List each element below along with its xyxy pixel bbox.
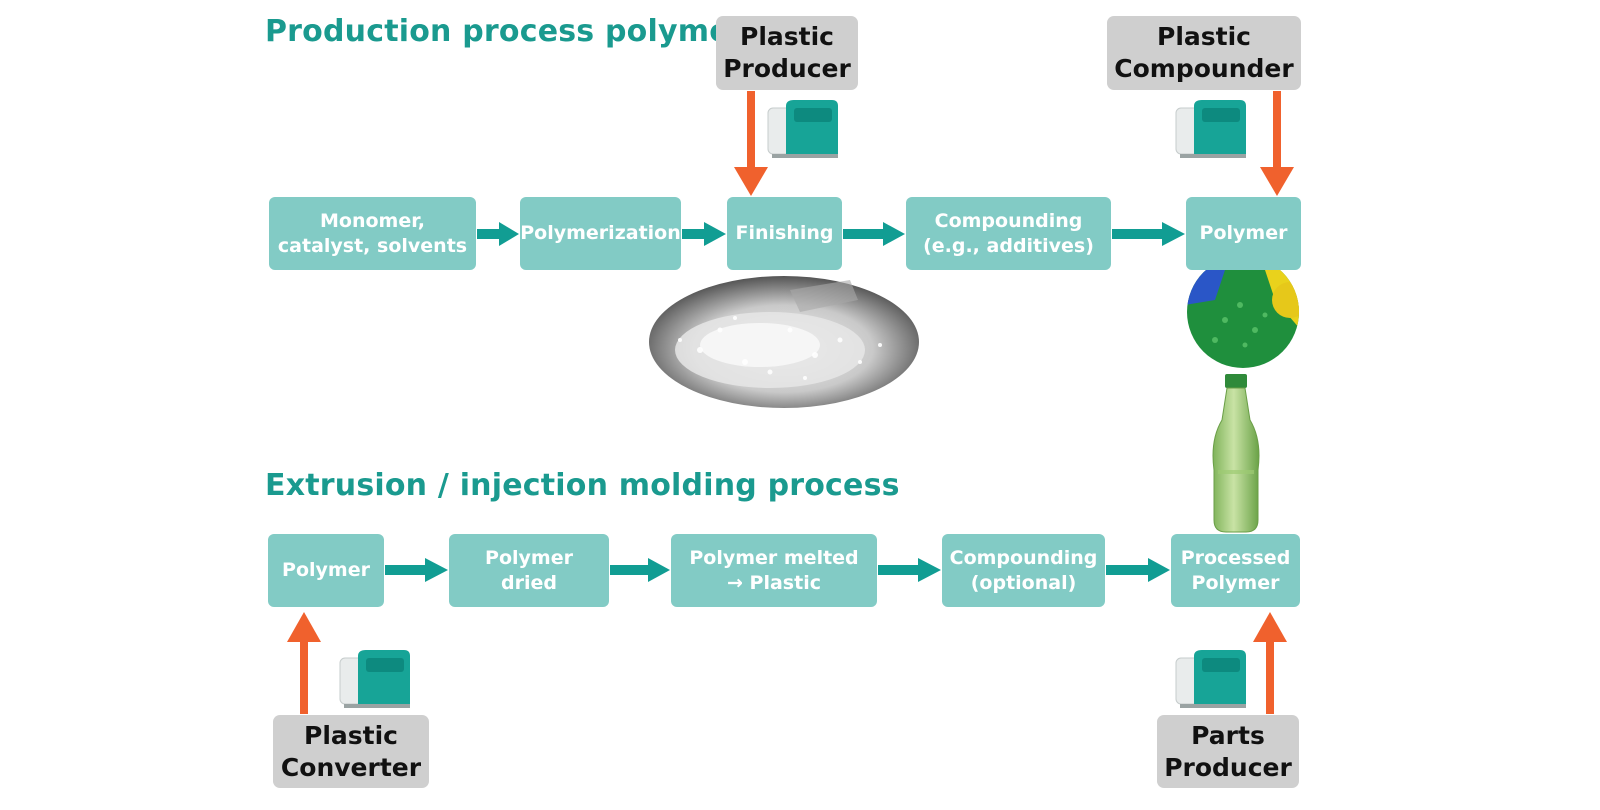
heading-production-process: Production process polymers (265, 14, 763, 49)
step-polymerization: Polymerization (520, 197, 681, 270)
flow-arrow (682, 222, 726, 246)
flow-arrow (1112, 222, 1185, 246)
step-polymer-dried: Polymer dried (449, 534, 609, 607)
flow-arrows-row2 (385, 558, 1170, 582)
flow-arrows-row1 (477, 222, 1185, 246)
analyzer-instrument-icon (1175, 650, 1246, 708)
analyzer-instrument-icon (339, 650, 410, 708)
flow-arrow (477, 222, 519, 246)
actor-plastic-compounder: Plastic Compounder (1107, 16, 1301, 90)
actor-plastic-producer: Plastic Producer (716, 16, 858, 90)
colored-granules-image (1187, 256, 1299, 368)
flow-arrow (878, 558, 941, 582)
clear-pellets-image (649, 276, 919, 408)
flow-arrow (385, 558, 448, 582)
step-processed-polymer: Processed Polymer (1171, 534, 1300, 607)
heading-extrusion-process: Extrusion / injection molding process (265, 468, 900, 503)
flow-arrow (610, 558, 670, 582)
step-polymer-input: Polymer (268, 534, 384, 607)
flow-arrow (1106, 558, 1170, 582)
step-monomer: Monomer, catalyst, solvents (269, 197, 476, 270)
flow-arrow (843, 222, 905, 246)
actor-arrow-plastic-compounder (1260, 91, 1294, 196)
analyzer-instrument-icon (1175, 100, 1246, 158)
actor-arrow-parts-producer (1253, 612, 1287, 714)
step-compounding: Compounding (e.g., additives) (906, 197, 1111, 270)
step-polymer-melted: Polymer melted → Plastic (671, 534, 877, 607)
step-compounding-optional: Compounding (optional) (942, 534, 1105, 607)
actor-arrow-plastic-producer (734, 91, 768, 196)
actor-plastic-converter: Plastic Converter (273, 715, 429, 788)
step-finishing: Finishing (727, 197, 842, 270)
analyzer-instrument-icon (767, 100, 838, 158)
step-polymer: Polymer (1186, 197, 1301, 270)
actor-arrow-plastic-converter (287, 612, 321, 714)
green-bottle-image (1212, 374, 1260, 533)
actor-parts-producer: Parts Producer (1157, 715, 1299, 788)
